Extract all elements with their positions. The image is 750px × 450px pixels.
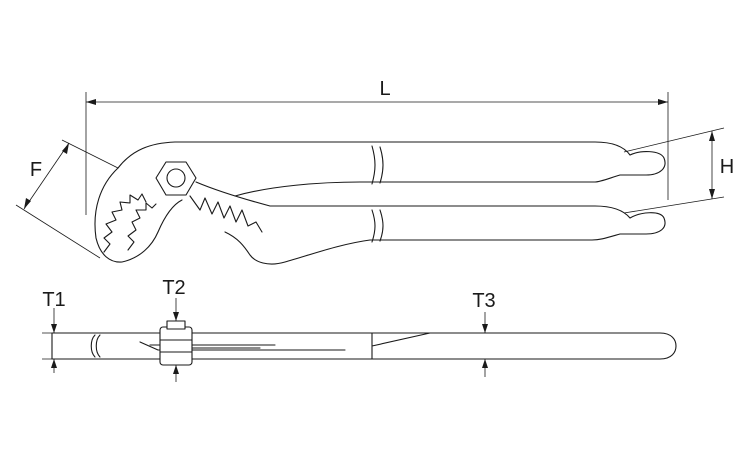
- top-view-grip-taper: [371, 332, 431, 360]
- top-view-bolt-head: [166, 320, 186, 330]
- dimension-f-label: F: [30, 159, 42, 181]
- upper-handle: [117, 141, 666, 197]
- dimension-l-label: L: [379, 78, 390, 100]
- upper-grip-sleeve: [371, 145, 384, 185]
- dimension-l: L: [85, 78, 669, 215]
- dimension-t2-label: T2: [162, 277, 185, 299]
- dimension-f: F: [15, 139, 119, 259]
- lower-grip-sleeve: [371, 209, 384, 243]
- pliers-side-view: [94, 141, 666, 265]
- dimension-t1: T1: [42, 289, 66, 373]
- jaw-head: [94, 167, 183, 263]
- pliers-top-view: [51, 320, 677, 366]
- top-view-nut: [159, 326, 193, 366]
- lower-jaw-teeth: [103, 193, 147, 253]
- top-view-jaw-tip: [90, 334, 101, 358]
- dimension-t3: T3: [472, 290, 496, 377]
- dimension-t3-label: T3: [472, 290, 495, 312]
- dimension-h: H: [623, 127, 734, 214]
- lower-handle: [195, 181, 666, 265]
- dimension-h-label: H: [720, 156, 734, 178]
- top-view-body: [51, 332, 677, 360]
- dimension-t1-label: T1: [42, 289, 65, 311]
- dimension-t2: T2: [162, 277, 186, 382]
- rack-teeth: [189, 195, 263, 233]
- pivot-bolt: [166, 168, 186, 188]
- upper-jaw-teeth: [127, 202, 157, 251]
